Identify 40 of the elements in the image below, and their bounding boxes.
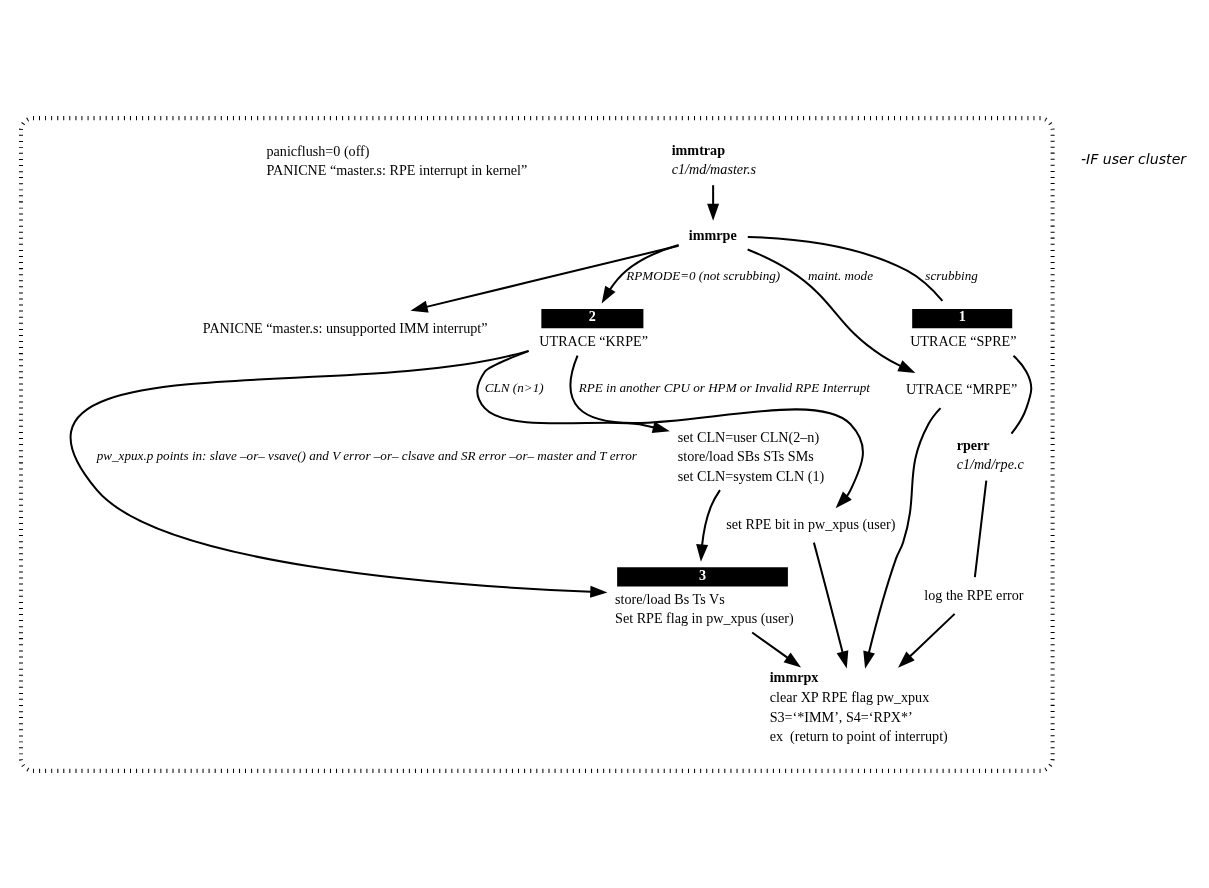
node-label: Set RPE flag in pw_xpus (user): [615, 609, 794, 626]
arrow: [569, 354, 864, 508]
arrow: [696, 489, 721, 562]
node-box: 1: [912, 308, 1013, 328]
arrow: [747, 248, 916, 373]
node-box: 2: [541, 308, 644, 328]
arrow: [410, 244, 679, 313]
node-text: UTRACE “MRPE”: [906, 380, 1018, 397]
node-text: set CLN=user CLN(2–n) store/load SBs STs SMs set CLN=system CLN (1): [677, 428, 825, 484]
label: -IF user cluster: [1080, 150, 1187, 167]
arrow: [707, 184, 720, 221]
cluster: [18, 115, 1055, 773]
connector: [973, 480, 988, 577]
arrow: [812, 541, 849, 669]
arrow: [601, 243, 679, 304]
node-label: UTRACE “SPRE”: [910, 332, 1017, 349]
node-text: rperr c1/md/rpe.c: [956, 436, 1024, 472]
arrow: [898, 612, 956, 668]
node-label: store/load Bs Ts Vs: [615, 590, 725, 607]
arrow: [751, 631, 802, 667]
node-text: set RPE bit in pw_xpus (user): [726, 515, 896, 532]
edge-label: RPMODE=0 (not scrubbing): [626, 267, 781, 283]
node-box: 3: [617, 566, 788, 586]
node-text: log the RPE error: [924, 586, 1024, 603]
node-text: panicflush=0 (off) PANICNE “master.s: RPE interrupt in kernel”: [266, 142, 528, 178]
edge-label: pw_xpux.p points in: slave –or– vsave() and V error –or– clsave and SR error –or– master and T error: [96, 447, 637, 463]
connector: [1010, 354, 1033, 434]
edge-label: RPE in another CPU or HPM or Invalid RPE Interrupt: [578, 379, 870, 395]
node-text: immtrap c1/md/master.s: [671, 141, 757, 177]
arrow: [476, 349, 670, 433]
edge-label: CLN (n>1): [484, 379, 544, 395]
node-text: PANICNE “master.s: unsupported IMM interrupt”: [202, 319, 488, 336]
edge-label: maint. mode: [808, 267, 873, 283]
arrow: [863, 406, 942, 669]
arrow: [70, 349, 608, 598]
connector: [747, 235, 944, 301]
edge-label: scrubbing: [925, 267, 978, 283]
node-text: immrpe: [688, 226, 737, 243]
node-text: immrpx clear XP RPE flag pw_xpux S3=‘*IMM’, S4=‘RPX*’ ex (return to point of interrupt): [769, 668, 948, 744]
node-label: UTRACE “KRPE”: [539, 332, 649, 349]
